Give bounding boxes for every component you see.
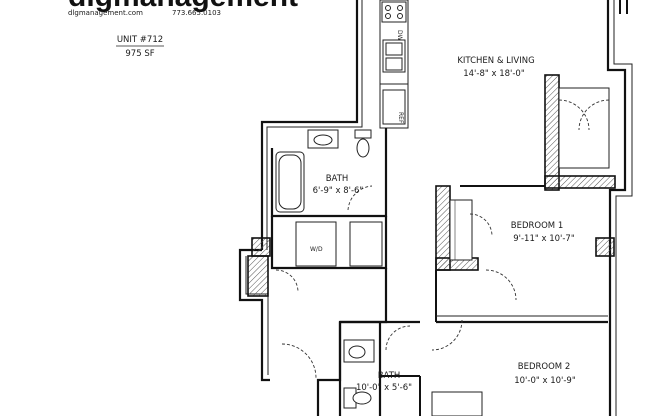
room-bedroom1-name: BEDROOM 1 xyxy=(511,221,563,231)
room-bath1-dims: 6'-9" x 8'-6" xyxy=(313,186,364,196)
unit-number: UNIT #712 xyxy=(117,35,163,45)
room-kitchen-living-name: KITCHEN & LIVING xyxy=(457,56,534,66)
hatched-wall-balcony xyxy=(544,74,560,191)
room-kitchen-living-dims: 14'-8" x 18'-0" xyxy=(463,69,525,79)
refrigerator-label: REF xyxy=(397,112,404,124)
washer-dryer-label: W/D xyxy=(310,246,323,253)
hatched-wall-kitchen-bottom xyxy=(544,175,616,189)
brand-phone: 773.665.0103 xyxy=(172,9,221,17)
brand-logo: dlgmanagement xyxy=(68,0,298,13)
balcony-door xyxy=(558,87,610,169)
door-swings xyxy=(275,185,517,379)
room-bedroom2-dims: 10'-0" x 10'-9" xyxy=(514,376,576,386)
exterior-walls xyxy=(238,0,633,416)
brand-website: dlgmanagement.com xyxy=(68,9,143,17)
fixtures xyxy=(275,1,473,409)
room-bedroom2-name: BEDROOM 2 xyxy=(518,362,570,372)
room-bedroom1-dims: 9'-11" x 10'-7" xyxy=(513,234,575,244)
room-bath2-dims: 10'-0" x 5'-6" xyxy=(356,383,412,393)
dishwasher-label: DW xyxy=(396,30,403,41)
structural-column-right xyxy=(595,237,615,257)
hatched-wall-left xyxy=(247,255,269,297)
unit-area: 975 SF xyxy=(125,49,154,59)
structural-column-left xyxy=(251,237,271,257)
room-bath1-name: BATH xyxy=(326,174,349,184)
room-bath2-name: BATH xyxy=(378,371,401,381)
